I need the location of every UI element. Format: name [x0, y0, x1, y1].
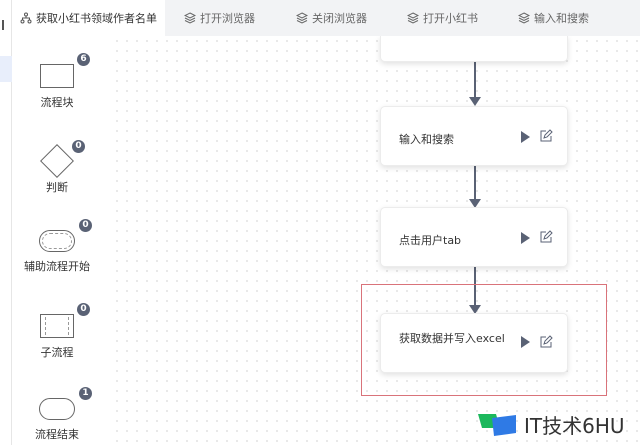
count-badge: 6 [77, 53, 90, 66]
tab-close-browser[interactable]: 关闭浏览器 [290, 0, 373, 36]
flow-node[interactable] [380, 36, 568, 62]
count-badge: 0 [72, 140, 85, 153]
component-label: 判断 [46, 181, 68, 194]
node-label: 输入和搜索 [399, 133, 454, 146]
component-process-block[interactable]: 6 流程块 [12, 53, 102, 110]
tab-input-search[interactable]: 输入和搜索 [512, 0, 595, 36]
layers-icon [184, 12, 196, 24]
tab-open-xiaohongshu[interactable]: 打开小红书 [401, 0, 484, 36]
component-decision[interactable]: 0 判断 [12, 140, 102, 195]
component-subprocess[interactable]: 0 子流程 [12, 303, 102, 360]
strip-marker [2, 20, 4, 30]
component-label: 流程结束 [35, 428, 79, 441]
tab-bar: 获取小红书领域作者名单 打开浏览器 关闭浏览器 打开小红书 输入和搜索 [12, 0, 640, 36]
count-badge: 0 [77, 303, 90, 316]
component-label: 辅助流程开始 [24, 260, 90, 273]
component-end[interactable]: 1 流程结束 [12, 387, 102, 442]
edit-icon[interactable] [539, 129, 553, 143]
count-badge: 1 [79, 387, 92, 400]
edit-icon[interactable] [539, 335, 553, 349]
node-label: 点击用户tab [399, 234, 462, 247]
rectangle-icon: 6 [40, 53, 90, 88]
play-icon[interactable] [521, 232, 530, 244]
component-label: 流程块 [40, 96, 74, 109]
tab-open-browser[interactable]: 打开浏览器 [178, 0, 261, 36]
play-icon[interactable] [521, 131, 530, 143]
watermark-text: IT技术6HU [524, 414, 625, 438]
flow-arrow [469, 166, 481, 208]
layers-icon [407, 12, 419, 24]
strip-selected-item[interactable] [0, 56, 12, 82]
flow-arrow [469, 267, 481, 314]
layers-icon [518, 12, 530, 24]
diamond-icon [40, 144, 74, 178]
flow-icon [20, 12, 32, 24]
flow-node-click-user-tab[interactable]: 点击用户tab [380, 207, 568, 267]
flow-node-input-search[interactable]: 输入和搜索 [380, 106, 568, 166]
subprocess-icon: 0 [40, 303, 90, 338]
tab-main-flow[interactable]: 获取小红书领域作者名单 [12, 0, 165, 36]
oval-icon: 1 [39, 387, 92, 420]
play-icon[interactable] [521, 336, 530, 348]
highlight-box [361, 284, 607, 396]
left-strip [0, 0, 12, 445]
component-panel: 6 流程块 0 判断 0 辅助流程开始 0 子流程 1 流程结束 [12, 36, 112, 445]
layers-icon [296, 12, 308, 24]
node-label: 获取数据并写入excel [399, 332, 505, 345]
tab-label: 获取小红书领域作者名单 [36, 12, 157, 25]
oval-dashed-icon: 0 [39, 219, 92, 252]
component-aux-start[interactable]: 0 辅助流程开始 [12, 219, 102, 274]
tab-label: 输入和搜索 [534, 12, 589, 25]
component-label: 子流程 [40, 346, 74, 359]
flow-arrow [469, 62, 481, 106]
edit-icon[interactable] [539, 230, 553, 244]
tab-label: 关闭浏览器 [312, 12, 367, 25]
watermark-logo-icon [478, 413, 516, 436]
count-badge: 0 [79, 219, 92, 232]
tab-label: 打开小红书 [423, 12, 478, 25]
tab-label: 打开浏览器 [200, 12, 255, 25]
watermark: IT技术6HU [478, 410, 625, 439]
flow-node-get-data-excel[interactable]: 获取数据并写入excel [380, 313, 568, 373]
